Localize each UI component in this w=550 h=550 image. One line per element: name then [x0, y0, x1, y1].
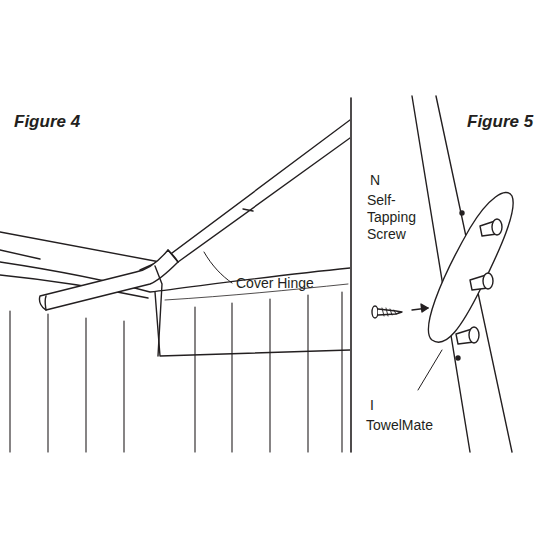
- figure-title: Figure 5: [467, 112, 533, 132]
- part-label: Self-Tapping Screw: [367, 192, 427, 243]
- fabric-fold: [123, 321, 124, 452]
- part-label: TowelMate: [366, 417, 433, 434]
- fabric-fold: [341, 292, 342, 452]
- self-tapping-screw: [372, 306, 402, 318]
- panel-divider: [350, 98, 352, 452]
- figure-4-drawing: [0, 120, 350, 452]
- figure-title: Figure 4: [14, 112, 80, 132]
- fabric-fold: [194, 307, 195, 452]
- fabric-fold: [9, 311, 10, 452]
- fabric-fold: [269, 299, 270, 452]
- part-label: Cover Hinge: [236, 275, 314, 292]
- fabric-fold: [231, 303, 232, 452]
- figure-5-drawing: [372, 96, 513, 452]
- fabric-fold: [47, 314, 48, 452]
- callout-letter: N: [370, 172, 380, 189]
- fabric-fold: [85, 318, 86, 452]
- fabric-fold: [307, 295, 308, 452]
- callout-letter: I: [370, 397, 374, 414]
